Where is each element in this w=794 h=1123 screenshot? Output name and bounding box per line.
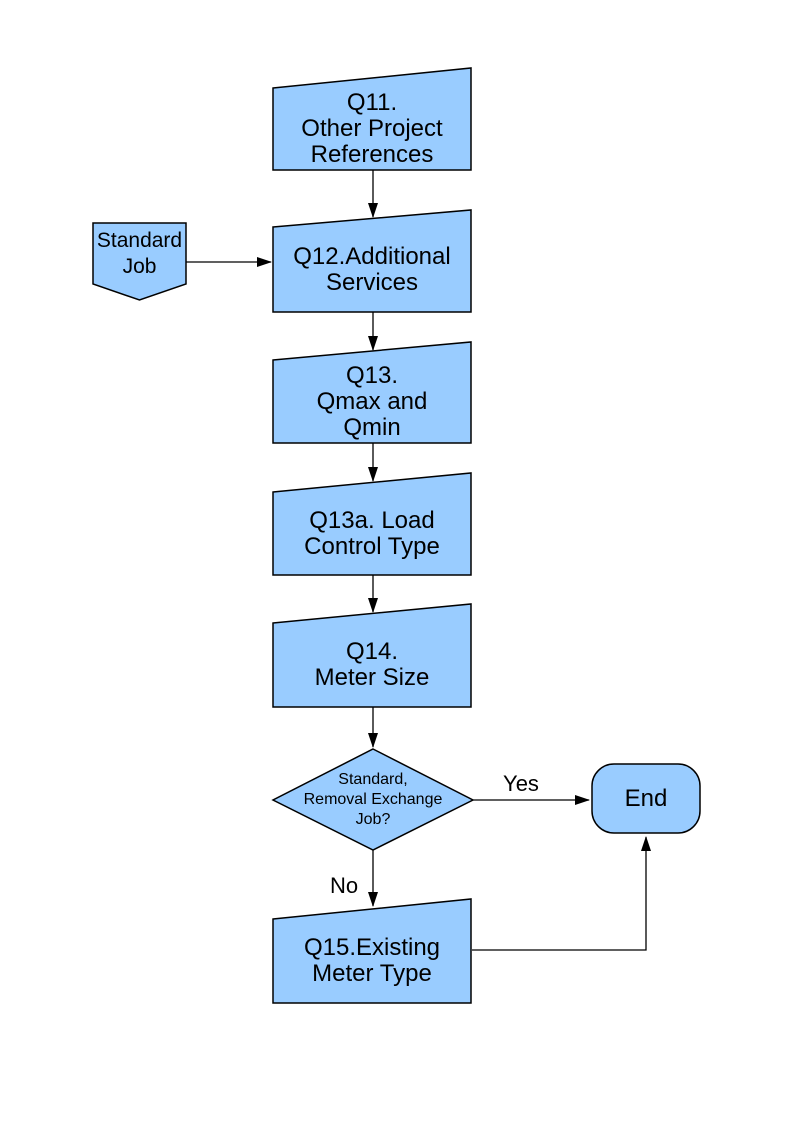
q13-node-shape (272, 341, 472, 444)
q15-node-shape (272, 898, 472, 1004)
q12-label: Q12.Additional Services (293, 242, 451, 296)
q14-label: Q14. Meter Size (314, 638, 430, 691)
q13a-node-shape (272, 472, 472, 576)
q14-node-shape (272, 603, 472, 708)
standard-job-pentagon-shape (92, 222, 187, 301)
q15-label: Q15.Existing Meter Type (303, 934, 441, 987)
q12-node-shape (272, 209, 472, 313)
yes-edge-label: Yes (503, 771, 539, 796)
end-terminator-shape (591, 763, 701, 834)
connector-q15-to-end (472, 836, 651, 951)
q13a-label: Q13a. Load Control Type (304, 506, 440, 560)
no-edge-label: No (329, 873, 359, 898)
end-label: End (624, 784, 668, 812)
decision-label: Standard, Removal Exchange Job? (303, 770, 443, 828)
q11-node-shape (272, 67, 472, 171)
q11-label: Q11. Other Project References (301, 89, 443, 168)
q13-label: Q13. Qmax and Qmin (316, 361, 428, 441)
standard-job-label: Standard Job (96, 229, 183, 278)
